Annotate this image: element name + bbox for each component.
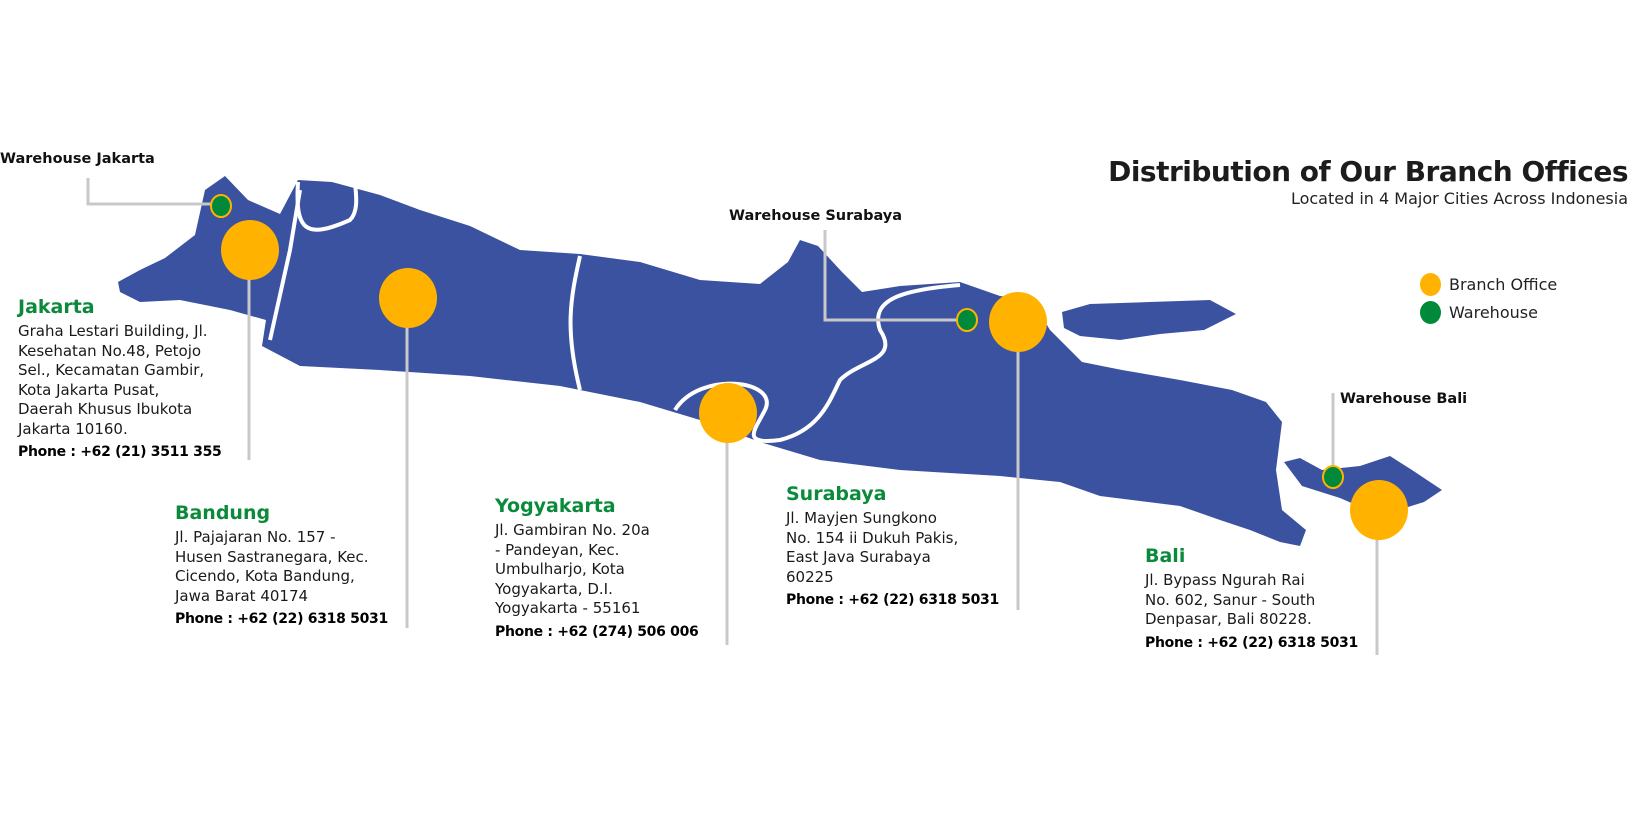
city-phone: Phone : +62 (274) 506 006 — [495, 623, 699, 640]
province-borders — [268, 179, 961, 443]
map-title-block: Distribution of Our Branch Offices Locat… — [1108, 155, 1628, 208]
branch-marker-bali[interactable] — [1350, 480, 1408, 540]
city-card-bali: Bali Jl. Bypass Ngurah Rai No. 602, Sanu… — [1145, 545, 1358, 651]
city-card-surabaya: Surabaya Jl. Mayjen Sungkono No. 154 ii … — [786, 483, 999, 608]
branch-marker-yogyakarta[interactable] — [699, 383, 757, 443]
city-name: Yogyakarta — [495, 495, 616, 517]
legend-item-warehouse: Warehouse — [1420, 298, 1557, 326]
legend: Branch Office Warehouse — [1420, 270, 1557, 326]
city-address: Jl. Mayjen Sungkono No. 154 ii Dukuh Pak… — [786, 509, 959, 586]
city-name: Jakarta — [18, 296, 95, 318]
java-island — [118, 176, 1306, 546]
legend-item-branch: Branch Office — [1420, 270, 1557, 298]
warehouse-label-surabaya: Warehouse Surabaya — [729, 208, 903, 224]
city-card-jakarta: Jakarta Graha Lestari Building, Jl. Kese… — [18, 296, 222, 460]
branch-marker-jakarta[interactable] — [221, 220, 279, 280]
warehouse-marker-jakarta[interactable] — [210, 194, 232, 218]
warehouse-marker-surabaya[interactable] — [956, 308, 978, 332]
city-address: Graha Lestari Building, Jl. Kesehatan No… — [18, 322, 208, 438]
warehouse-label-jakarta: Warehouse Jakarta — [0, 151, 155, 167]
warehouse-label-bali: Warehouse Bali — [1340, 391, 1468, 407]
city-address: Jl. Gambiran No. 20a - Pandeyan, Kec. Um… — [495, 521, 650, 617]
branch-dot-icon — [1420, 272, 1441, 296]
leader-lines — [86, 178, 1379, 655]
branch-marker-surabaya[interactable] — [989, 292, 1047, 352]
legend-label: Branch Office — [1449, 274, 1558, 294]
city-name: Surabaya — [786, 483, 887, 505]
city-name: Bandung — [175, 502, 271, 524]
page-title: Distribution of Our Branch Offices — [1108, 155, 1628, 188]
city-address: Jl. Pajajaran No. 157 - Husen Sastranega… — [175, 528, 369, 605]
city-card-yogyakarta: Yogyakarta Jl. Gambiran No. 20a - Pandey… — [495, 495, 699, 640]
warehouse-dot-icon — [1420, 300, 1441, 324]
city-phone: Phone : +62 (22) 6318 5031 — [1145, 634, 1358, 651]
warehouse-marker-bali[interactable] — [1322, 465, 1344, 489]
city-name: Bali — [1145, 545, 1186, 567]
city-address: Jl. Bypass Ngurah Rai No. 602, Sanur - S… — [1145, 571, 1316, 628]
legend-label: Warehouse — [1449, 302, 1538, 322]
city-phone: Phone : +62 (21) 3511 355 — [18, 444, 222, 460]
madura-island — [1062, 300, 1236, 340]
city-card-bandung: Bandung Jl. Pajajaran No. 157 - Husen Sa… — [175, 502, 388, 627]
city-phone: Phone : +62 (22) 6318 5031 — [786, 592, 999, 608]
page-subtitle: Located in 4 Major Cities Across Indones… — [1290, 189, 1628, 208]
city-phone: Phone : +62 (22) 6318 5031 — [175, 611, 388, 627]
branch-marker-bandung[interactable] — [379, 268, 437, 328]
